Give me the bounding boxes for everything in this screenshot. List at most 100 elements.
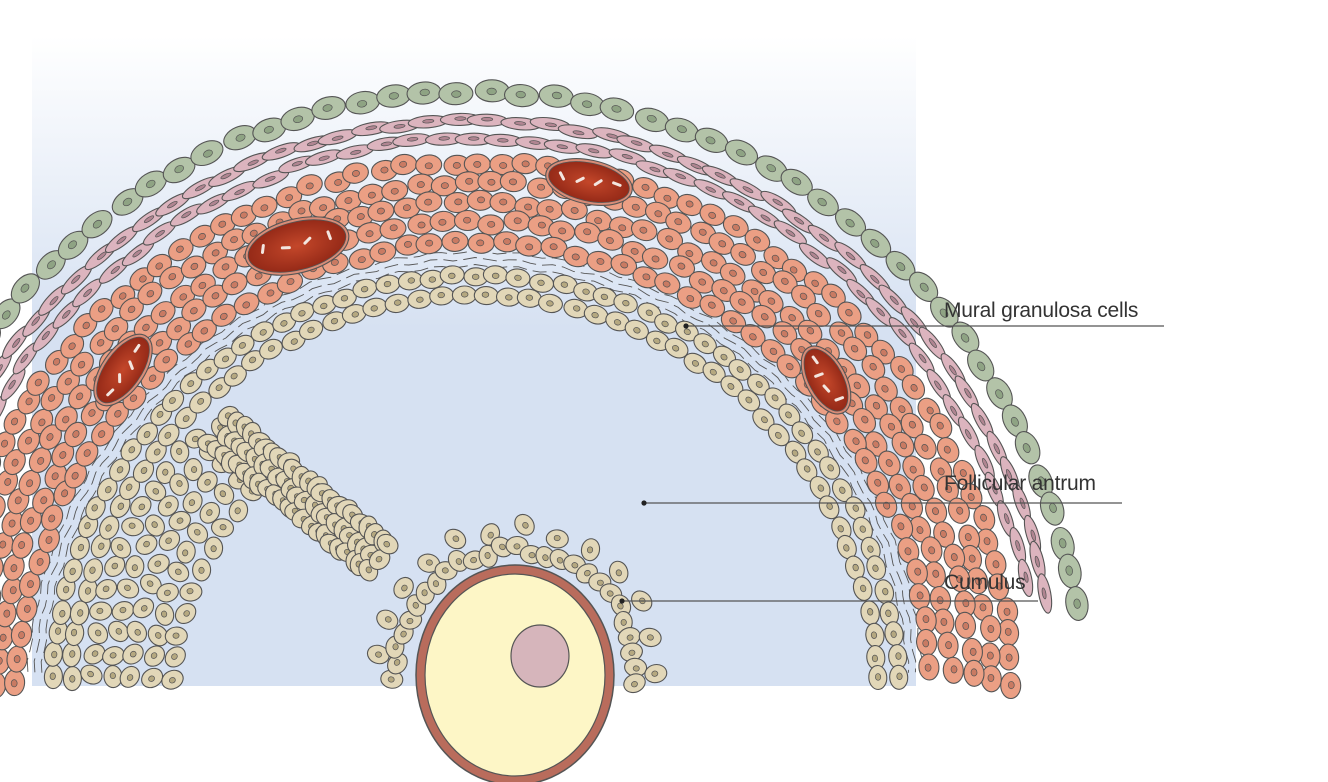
cumulus-cell: [610, 594, 632, 617]
granulosa-inner-cell: [397, 271, 423, 291]
theca-interna-cell: [261, 142, 301, 161]
granulosa-outer-cell: [369, 241, 397, 263]
theca-interna-cell: [392, 133, 432, 147]
granulosa-inner-cell: [161, 669, 184, 690]
granulosa-outer-cell: [257, 282, 284, 305]
granulosa-outer-cell: [10, 620, 33, 648]
granulosa-outer-cell: [837, 301, 862, 326]
blood-vessel-icon: [244, 216, 350, 276]
mural-granulosa-outer-layer: [0, 153, 1022, 700]
granulosa-inner-cell: [143, 645, 166, 667]
theca-externa-cell: [860, 228, 892, 258]
granulosa-inner-cell: [196, 471, 218, 493]
granulosa-outer-cell: [415, 154, 443, 176]
granulosa-inner-cell: [322, 311, 347, 332]
granulosa-inner-cell: [107, 620, 130, 643]
granulosa-inner-cell: [889, 664, 909, 690]
cumulus-cell: [366, 644, 390, 665]
granulosa-inner-cell: [737, 389, 761, 412]
granulosa-outer-cell: [929, 585, 952, 613]
granulosa-inner-cell: [169, 473, 189, 496]
theca-interna-cell: [221, 180, 258, 202]
cumulus-cell: [376, 609, 399, 630]
granulosa-outer-cell: [632, 266, 659, 289]
cumulus-cell: [644, 663, 668, 684]
granulosa-inner-cell: [111, 600, 135, 621]
granulosa-inner-cell: [161, 389, 185, 413]
theca-externa-cell: [81, 210, 113, 239]
oocyte-cytoplasm: [424, 573, 606, 777]
granulosa-inner-cell: [223, 365, 247, 387]
granulosa-outer-cell: [597, 229, 624, 251]
granulosa-outer-cell: [980, 665, 1002, 693]
granulosa-outer-cell: [948, 565, 971, 593]
cumulus-cell: [580, 538, 601, 562]
theca-externa-cell: [406, 81, 442, 105]
granulosa-outer-cell: [0, 431, 16, 458]
granulosa-outer-cell: [772, 321, 798, 345]
granulosa-outer-cell: [489, 154, 517, 176]
granulosa-outer-cell: [4, 669, 26, 697]
theca-externa-cell: [35, 250, 66, 280]
granulosa-inner-cell: [228, 499, 249, 523]
granulosa-inner-cell: [613, 293, 638, 314]
granulosa-inner-cell: [141, 667, 164, 689]
membrane-line: [40, 264, 910, 673]
granulosa-inner-cell: [164, 646, 186, 668]
granulosa-outer-cell: [11, 532, 34, 559]
granulosa-inner-cell: [352, 278, 378, 299]
oocyte-nucleus: [510, 624, 570, 688]
cumulus-cell: [620, 642, 643, 662]
theca-externa-cell: [223, 125, 257, 151]
granulosa-inner-cell: [125, 555, 145, 579]
granulosa-outer-cell: [954, 611, 977, 639]
granulosa-outer-cell: [980, 615, 1002, 643]
theca-externa-cell: [634, 107, 670, 133]
granulosa-outer-cell: [936, 437, 960, 463]
cumulus-cell: [376, 533, 399, 555]
granulosa-inner-cell: [505, 268, 531, 288]
granulosa-outer-cell: [1000, 671, 1022, 700]
granulosa-inner-cell: [429, 286, 455, 306]
granulosa-outer-cell: [668, 255, 696, 278]
cumulus-cell: [444, 528, 467, 550]
oocyte-icon: [415, 564, 615, 782]
theca-externa-cell: [1065, 586, 1089, 621]
granulosa-outer-cell: [28, 447, 52, 474]
cumulus-stalk: [197, 405, 668, 694]
theca-interna-cell: [1017, 558, 1034, 598]
granulosa-outer-cell: [918, 653, 940, 681]
leader-dot: [641, 500, 647, 506]
theca-externa-cell: [474, 79, 510, 103]
granulosa-outer-cell: [357, 183, 385, 206]
granulosa-outer-cell: [929, 412, 953, 439]
theca-interna-cell: [722, 191, 758, 214]
granulosa-inner-cell: [192, 558, 212, 582]
granulosa-outer-cell: [915, 628, 938, 656]
granulosa-inner-cell: [362, 297, 388, 318]
theca-interna-cell: [407, 115, 449, 129]
granulosa-outer-cell: [296, 174, 323, 196]
granulosa-outer-cell: [466, 189, 494, 211]
granulosa-inner-cell: [272, 312, 297, 333]
granulosa-inner-cell: [99, 515, 120, 540]
granulosa-outer-cell: [719, 262, 746, 286]
granulosa-outer-cell: [221, 272, 248, 296]
theca-externa-cell: [1039, 491, 1065, 526]
mural-granulosa-inner-layer: [43, 265, 909, 692]
theca-externa-cell: [967, 349, 995, 382]
theca-externa-cell: [10, 273, 41, 304]
granulosa-outer-cell: [901, 374, 926, 400]
granulosa-outer-cell: [908, 583, 931, 610]
granulosa-inner-cell: [116, 578, 140, 599]
granulosa-outer-cell: [708, 232, 735, 255]
granulosa-outer-cell: [415, 233, 443, 255]
granulosa-outer-cell: [443, 154, 471, 176]
cumulus-cell: [617, 627, 641, 647]
granulosa-inner-cell: [119, 665, 140, 688]
granulosa-outer-cell: [998, 643, 1020, 671]
granulosa-inner-cell: [664, 337, 689, 359]
granulosa-outer-cell: [64, 421, 88, 448]
granulosa-outer-cell: [806, 302, 832, 327]
theca-externa-cell: [376, 84, 412, 108]
